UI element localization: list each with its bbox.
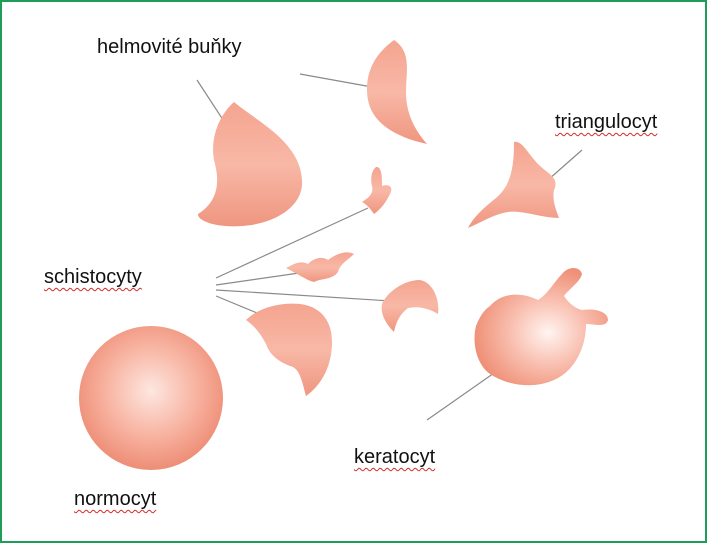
label-triangulocyte: triangulocyt [555,112,657,132]
leader-line-schistocyte-3 [216,290,407,302]
label-normocyte: normocyt [74,489,156,509]
schistocyte-2 [286,252,354,282]
schistocyte-4 [246,304,332,396]
label-keratocyte: keratocyt [354,447,435,467]
schistocyte-1 [362,167,391,214]
schistocyte-3 [382,280,439,332]
label-schistocytes: schistocyty [44,267,142,287]
leader-line-helmet-right [300,74,372,87]
helmet-cell-left [198,102,302,226]
label-helmet-cells: helmovité buňky [97,37,242,57]
normocyte-cell [79,326,223,470]
helmet-cell-right [367,40,427,144]
keratocyte-cell [475,268,608,385]
triangulocyte-cell [468,142,559,228]
